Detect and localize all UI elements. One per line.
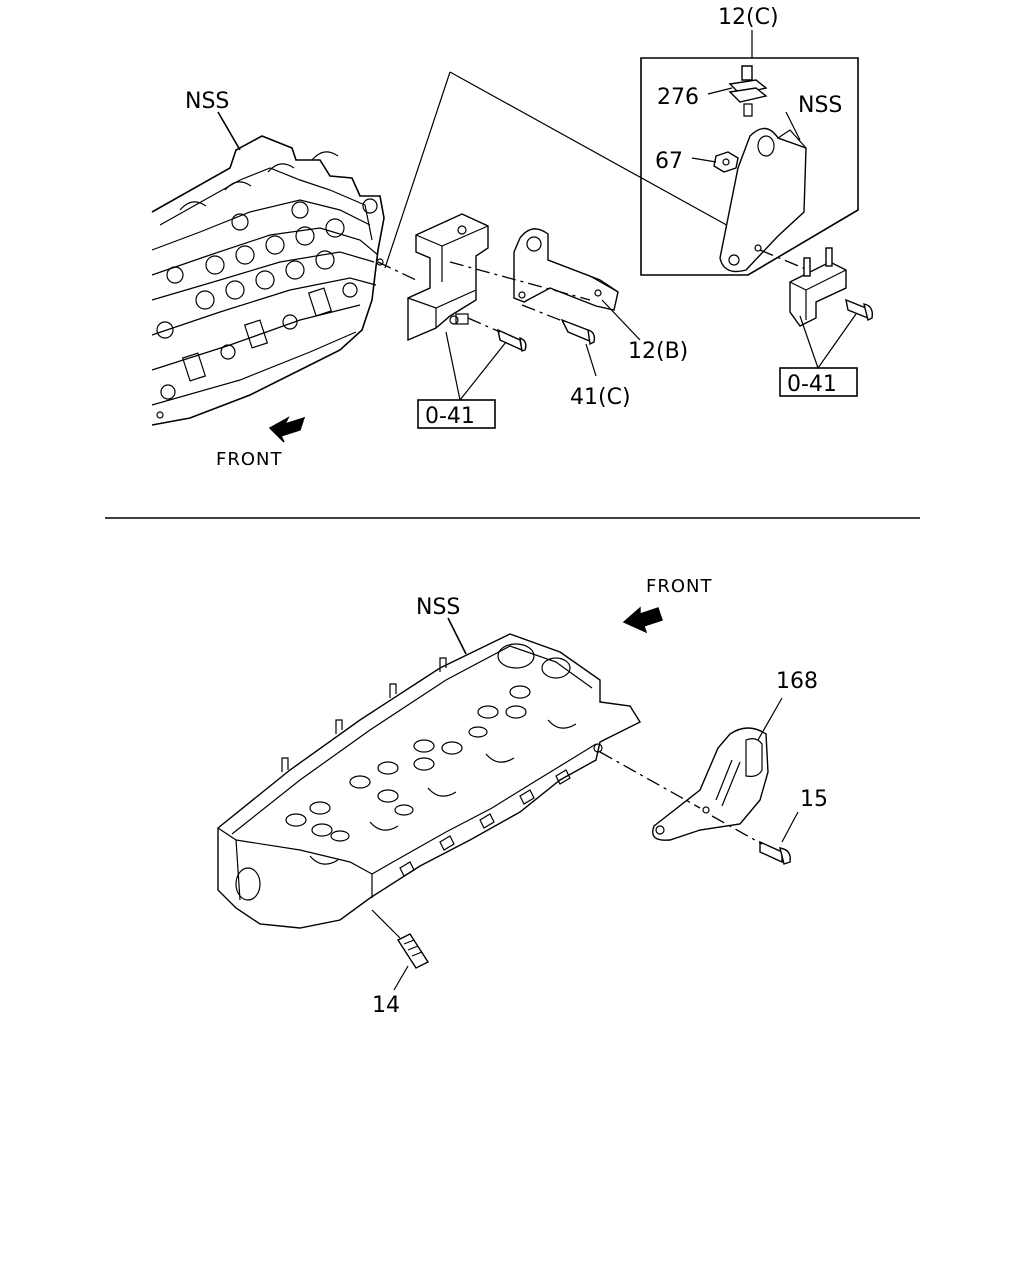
top-head-label: NSS — [185, 89, 229, 114]
bolt-left-center-line — [467, 317, 501, 333]
ref-right-leader-1 — [799, 315, 819, 369]
stud-14-top-leader — [371, 909, 401, 939]
inset-part-label: NSS — [798, 93, 842, 118]
inset-nut-label: 67 — [655, 149, 683, 174]
inset-stud-276 — [728, 65, 768, 117]
bracket-12b-label: 12(B) — [628, 339, 688, 364]
inset-leader-line-1 — [384, 71, 451, 269]
bolt-left-ref — [497, 328, 527, 352]
ref-left-leader-1 — [445, 331, 461, 401]
bracket-168-label: 168 — [776, 669, 818, 694]
bolt-41c-leader — [585, 343, 597, 377]
bracket-12b-leader — [601, 299, 641, 341]
inset-stud-leader — [707, 87, 733, 95]
bracket-168-leader — [757, 697, 783, 741]
bottom-head-label: NSS — [416, 595, 460, 620]
stud-14 — [396, 933, 430, 969]
stud-14-leader — [393, 965, 409, 991]
bolt-15-label: 15 — [800, 787, 828, 812]
bottom-cylinder-head — [217, 633, 642, 929]
stud-14-label: 14 — [372, 993, 400, 1018]
bracket-168 — [652, 727, 769, 841]
bolt-15 — [759, 840, 791, 865]
bolt-41c-center-line — [521, 304, 566, 323]
ref-box-left — [417, 399, 496, 429]
right-mount-bracket — [789, 247, 847, 327]
top-head-leader — [217, 111, 241, 151]
top-mount-bracket — [407, 213, 489, 342]
top-section: NSS 12(B) — [151, 5, 874, 470]
bracket-12b — [513, 228, 619, 311]
bolt-41c-label: 41(C) — [570, 385, 631, 410]
bolt-15-leader — [781, 811, 799, 843]
bottom-head-leader — [447, 617, 467, 655]
ref-right-leader-2 — [817, 313, 857, 369]
ref-left-leader-2 — [459, 341, 507, 401]
bolt-15-center-line — [711, 815, 763, 845]
inset-nut-67 — [713, 151, 739, 173]
bottom-front-arrow-icon — [622, 606, 663, 634]
bottom-section: FRONT — [217, 576, 828, 1018]
inset-bracket-label: 12(C) — [718, 5, 779, 30]
inset-stud-label: 276 — [657, 85, 699, 110]
right-bolt — [845, 298, 874, 322]
ref-box-left-text: 0-41 — [425, 404, 475, 429]
bracket-12b-center-line — [449, 261, 591, 301]
top-front-label: FRONT — [216, 449, 283, 470]
inset-part-leader — [785, 111, 801, 141]
bracket-168-center-line — [599, 751, 701, 809]
top-front-arrow-icon — [268, 416, 306, 443]
bottom-front-label: FRONT — [646, 576, 713, 597]
inset-right-center-line — [759, 249, 809, 271]
inset-leader-line-2 — [449, 71, 733, 229]
bolt-41c — [560, 318, 596, 346]
top-cylinder-head — [151, 135, 385, 426]
inset-frame — [640, 57, 859, 276]
ref-box-right — [779, 367, 858, 397]
inset-bracket — [719, 127, 807, 273]
inset-nut-leader — [691, 157, 717, 163]
ref-box-right-text: 0-41 — [787, 372, 837, 397]
top-bracket-center-line — [377, 261, 417, 281]
